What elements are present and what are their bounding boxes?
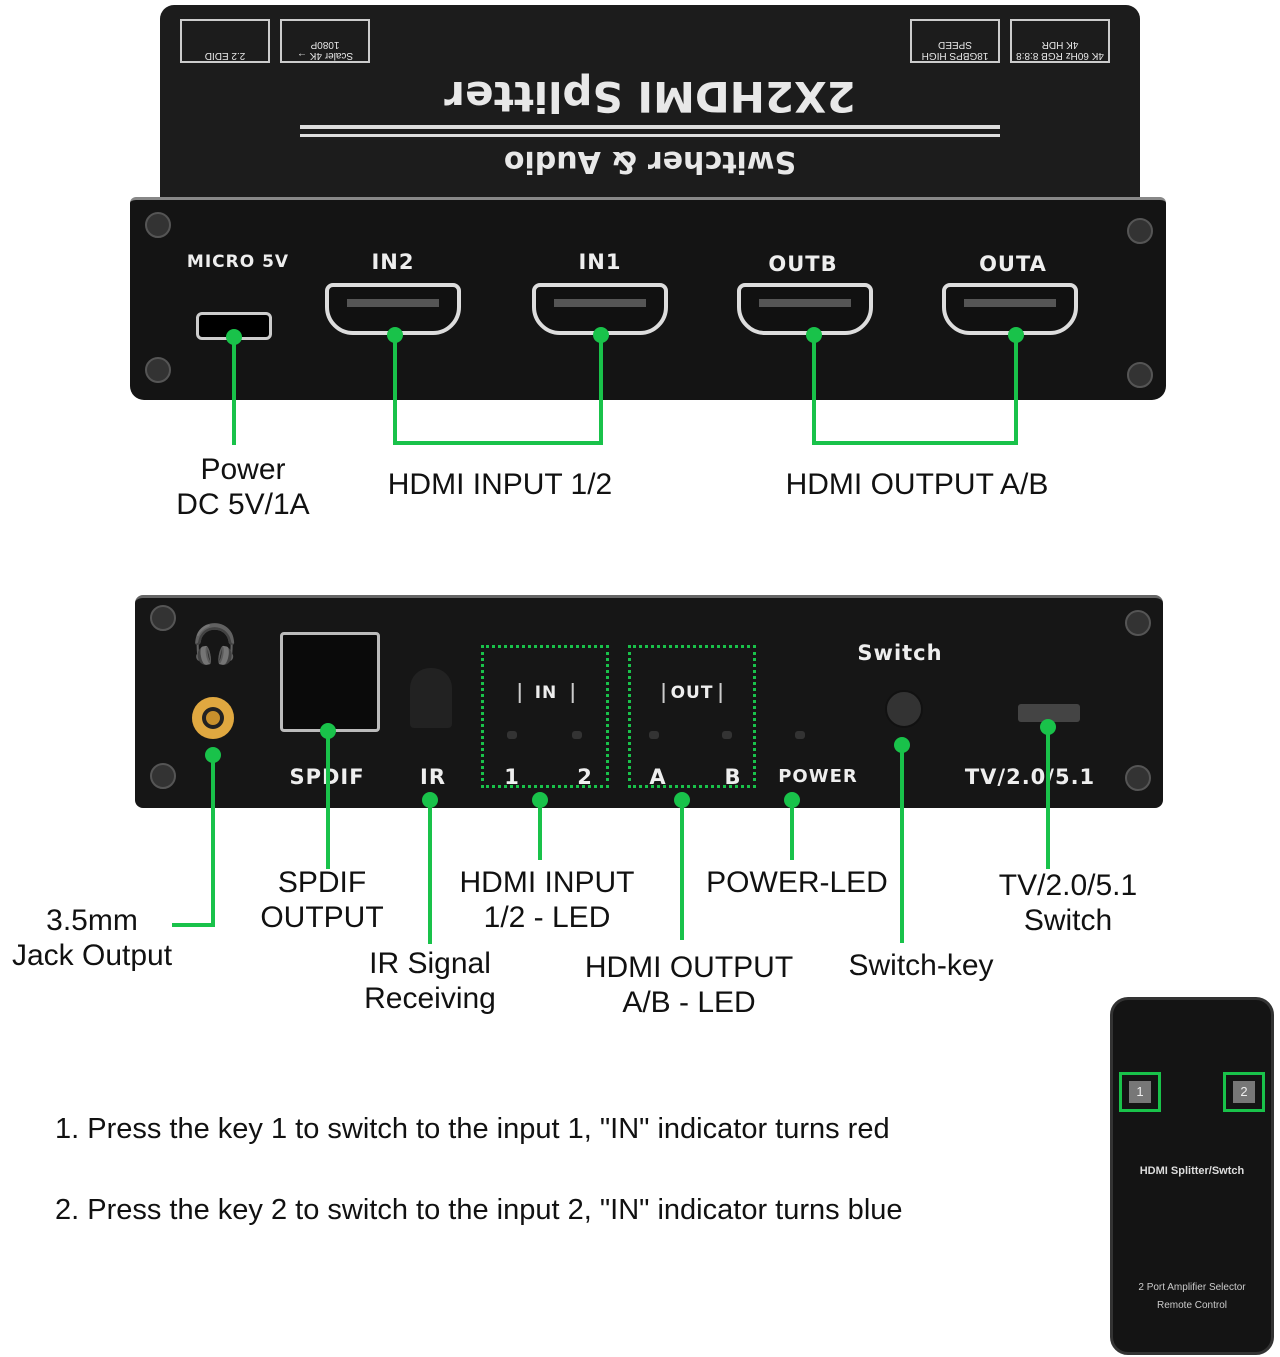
badge: 4K 60Hz RGB 8:8:8 4K HDR: [1010, 19, 1110, 63]
callout-line: [599, 335, 603, 445]
led-label-b: B: [724, 765, 742, 789]
in-led-box: [481, 645, 609, 788]
hdmi-port-outa: [942, 283, 1078, 335]
callout-ir: IR Signal: [369, 947, 491, 980]
device-title: 2X2HDMI Splitter: [444, 72, 856, 121]
badge: Scaler 4K → 1080P: [280, 19, 370, 63]
callout-out-led: HDMI OUTPUT: [584, 951, 794, 984]
badge: 18GBPS HIGH SPEED: [910, 19, 1000, 63]
callout-switch-key: Switch-key: [848, 949, 994, 982]
mode-slide-switch[interactable]: [1018, 704, 1080, 722]
led-power: [795, 731, 805, 739]
screw-icon: [145, 357, 171, 383]
title-rule: [300, 134, 1000, 137]
audio-jack: [192, 697, 234, 739]
callout-spdif: SPDIF: [277, 866, 367, 899]
callout-ir: Receiving: [364, 982, 496, 1015]
out-led-box: [628, 645, 756, 788]
callout-hdmi-output: HDMI OUTPUT A/B: [785, 468, 1049, 501]
callout-out-led: A/B - LED: [622, 986, 756, 1019]
callout-mode: Switch: [1023, 904, 1113, 937]
remote-title: HDMI Splitter/Swtch: [1139, 1165, 1245, 1177]
switch-key-button[interactable]: [885, 690, 923, 728]
in-box-label: IN: [518, 683, 574, 703]
callout-in-led: 1/2 - LED: [483, 901, 611, 934]
callout-line: [326, 731, 330, 869]
callout-line: [1046, 727, 1050, 869]
callout-line: [172, 923, 215, 927]
power-label: POWER: [778, 766, 858, 787]
port-label-in2: IN2: [371, 250, 415, 274]
screw-icon: [1127, 218, 1153, 244]
top-face: [160, 5, 1140, 197]
callout-line: [393, 441, 603, 445]
callout-mode: TV/2.0/5.1: [998, 869, 1138, 902]
spdif-port: [280, 632, 380, 732]
callout-spdif: OUTPUT: [260, 901, 384, 934]
screw-icon: [145, 212, 171, 238]
top-print: 2X2HDMI Splitter Switcher & Audio 2.2 ED…: [170, 13, 1130, 193]
led-outb: [722, 731, 732, 739]
screw-icon: [1125, 765, 1151, 791]
callout-line: [232, 337, 236, 445]
headphone-icon: 🎧: [191, 624, 239, 666]
instruction-2: 2. Press the key 2 to switch to the inpu…: [55, 1194, 903, 1226]
remote-text: 2 Port Amplifier Selector: [1138, 1282, 1246, 1293]
switch-label: Switch: [857, 641, 943, 665]
remote-key-label: 1: [1129, 1081, 1151, 1103]
hdmi-port-in1: [532, 283, 668, 335]
callout-power: Power: [200, 453, 286, 486]
hdmi-port-outb: [737, 283, 873, 335]
callout-line: [900, 745, 904, 943]
title-rule: [300, 125, 1000, 129]
hdmi-port-in2: [325, 283, 461, 335]
remote-control: 1 2 HDMI Splitter/Swtch 2 Port Amplifier…: [1110, 997, 1274, 1355]
remote-text: Remote Control: [1156, 1300, 1228, 1311]
callout-line: [211, 755, 215, 927]
callout-in-led: HDMI INPUT: [459, 866, 635, 899]
screw-icon: [1125, 610, 1151, 636]
callout-line: [680, 800, 684, 940]
device-subtitle: Switcher & Audio: [503, 144, 797, 179]
mode-label: TV/2.0/5.1: [964, 765, 1096, 789]
instruction-1: 1. Press the key 1 to switch to the inpu…: [55, 1113, 890, 1145]
callout-hdmi-input: HDMI INPUT 1/2: [387, 468, 613, 501]
remote-key-2[interactable]: 2: [1223, 1072, 1265, 1112]
callout-line: [393, 335, 397, 445]
screw-icon: [1127, 362, 1153, 388]
callout-line: [790, 800, 794, 860]
badge: 2.2 EDID: [180, 19, 270, 63]
remote-key-label: 2: [1233, 1081, 1255, 1103]
callout-line: [428, 800, 432, 944]
callout-power-led: POWER-LED: [706, 866, 888, 899]
led-label-1: 1: [504, 765, 520, 789]
port-label-outb: OUTB: [768, 252, 838, 276]
callout-jack: Jack Output: [11, 939, 173, 972]
led-label-2: 2: [577, 765, 593, 789]
led-label-a: A: [649, 765, 667, 789]
callout-line: [812, 335, 816, 445]
port-label-outa: OUTA: [979, 252, 1047, 276]
callout-line: [812, 441, 1018, 445]
led-in1: [507, 731, 517, 739]
ir-receiver: [410, 668, 452, 728]
led-in2: [572, 731, 582, 739]
port-label-micro: MICRO 5V: [186, 252, 290, 272]
callout-power-spec: DC 5V/1A: [176, 488, 310, 521]
port-label-in1: IN1: [578, 250, 622, 274]
callout-line: [538, 800, 542, 860]
callout-jack: 3.5mm: [46, 904, 138, 937]
screw-icon: [150, 763, 176, 789]
screw-icon: [150, 605, 176, 631]
callout-line: [1014, 335, 1018, 445]
ir-label: IR: [420, 765, 446, 789]
out-box-label: OUT: [662, 683, 722, 703]
led-outa: [649, 731, 659, 739]
remote-key-1[interactable]: 1: [1119, 1072, 1161, 1112]
